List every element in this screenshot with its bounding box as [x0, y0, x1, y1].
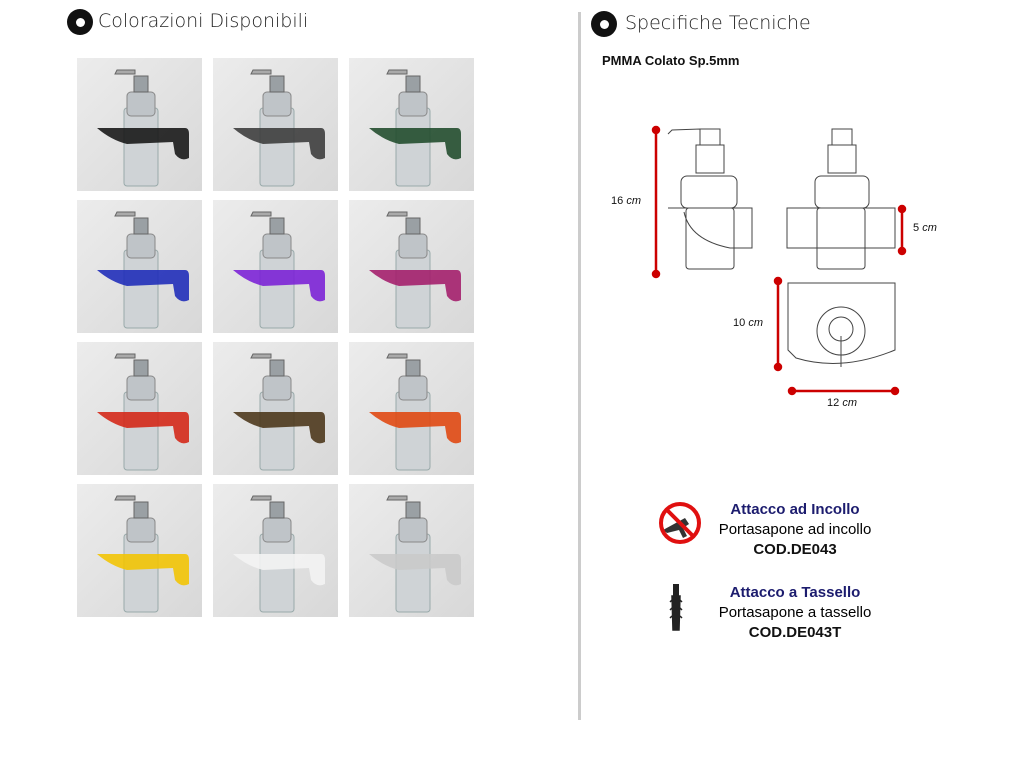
color-swatch-purple: [213, 200, 338, 333]
top-view-drawing: [787, 282, 896, 367]
depth-dimension: 10 cm: [733, 317, 763, 329]
material-label: PMMA Colato Sp.5mm: [602, 53, 740, 68]
wall-plug-icon: [669, 584, 683, 631]
color-swatch-green: [349, 58, 474, 191]
color-swatch-smoke: [213, 58, 338, 191]
glue-mount-info: Attacco ad Incollo Portasapone ad incoll…: [718, 501, 872, 558]
technical-drawing: [651, 125, 907, 396]
shelf-dimension: 5 cm: [913, 222, 937, 234]
color-swatch-black: [77, 58, 202, 191]
front-view-drawing: [786, 128, 896, 270]
color-swatch-orange: [349, 342, 474, 475]
section-bullet-icon: [67, 9, 93, 35]
column-divider: [578, 12, 581, 720]
side-view-drawing: [667, 128, 753, 270]
specs-section-title: Specifiche Tecniche: [625, 12, 811, 34]
color-swatch-red: [77, 342, 202, 475]
dimension-lines: [651, 125, 907, 396]
height-dimension: 16 cm: [611, 195, 641, 207]
color-swatch-blue: [77, 200, 202, 333]
color-swatch-white: [213, 484, 338, 617]
color-swatch-clear: [349, 484, 474, 617]
colors-section-title: Colorazioni Disponibili: [98, 10, 309, 32]
color-swatch-brown: [213, 342, 338, 475]
section-bullet-icon: [591, 11, 617, 37]
width-dimension: 12 cm: [827, 397, 857, 409]
no-drill-icon: [659, 502, 701, 544]
color-swatch-yellow: [77, 484, 202, 617]
color-swatch-magenta: [349, 200, 474, 333]
plug-mount-info: Attacco a Tassello Portasapone a tassell…: [718, 584, 872, 641]
